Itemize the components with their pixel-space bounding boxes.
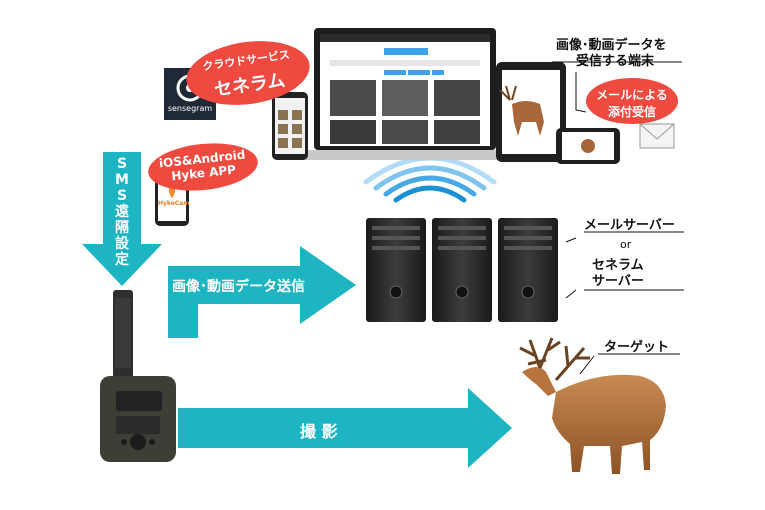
receiver-label-line1: 画像･動画データを bbox=[556, 38, 667, 53]
target-label: ターゲット bbox=[604, 340, 670, 355]
sensegram-logo-text: sensegram bbox=[167, 104, 213, 113]
receiver-label-line2: 受信する端末 bbox=[576, 54, 655, 69]
phone-app-device bbox=[272, 92, 308, 160]
mail-bubble-line2: 添付受信 bbox=[607, 105, 656, 119]
envelope-icon bbox=[639, 123, 675, 149]
tablet-device bbox=[496, 62, 566, 162]
mail-bubble-line1: メールによる bbox=[596, 88, 668, 102]
send-arrow bbox=[168, 246, 356, 338]
tablet-deer-image bbox=[499, 85, 544, 136]
sms-arrow bbox=[82, 152, 162, 286]
mail-attachment-bubble: メールによる 添付受信 bbox=[586, 78, 678, 124]
shoot-arrow bbox=[178, 388, 512, 468]
send-arrow-label: 画像･動画データ送信 bbox=[172, 279, 305, 295]
target-deer bbox=[519, 337, 666, 474]
wifi-signal-icon bbox=[363, 155, 497, 203]
hyke-app-icon-text: HykeCam bbox=[158, 200, 190, 207]
or-label: or bbox=[620, 238, 632, 251]
senerum-server-label-line1: セネラム bbox=[592, 258, 644, 273]
sms-remote-label: SMS遠隔設定 bbox=[115, 156, 129, 268]
mail-server-label: メールサーバー bbox=[584, 218, 675, 233]
phone-landscape-device bbox=[556, 128, 620, 164]
trail-camera bbox=[100, 290, 176, 462]
shoot-arrow-label: 撮 影 bbox=[300, 422, 338, 441]
callout-lines bbox=[552, 61, 684, 375]
laptop-device bbox=[290, 28, 520, 160]
server-group bbox=[366, 218, 558, 322]
senerum-server-label-line2: サーバー bbox=[592, 274, 644, 289]
